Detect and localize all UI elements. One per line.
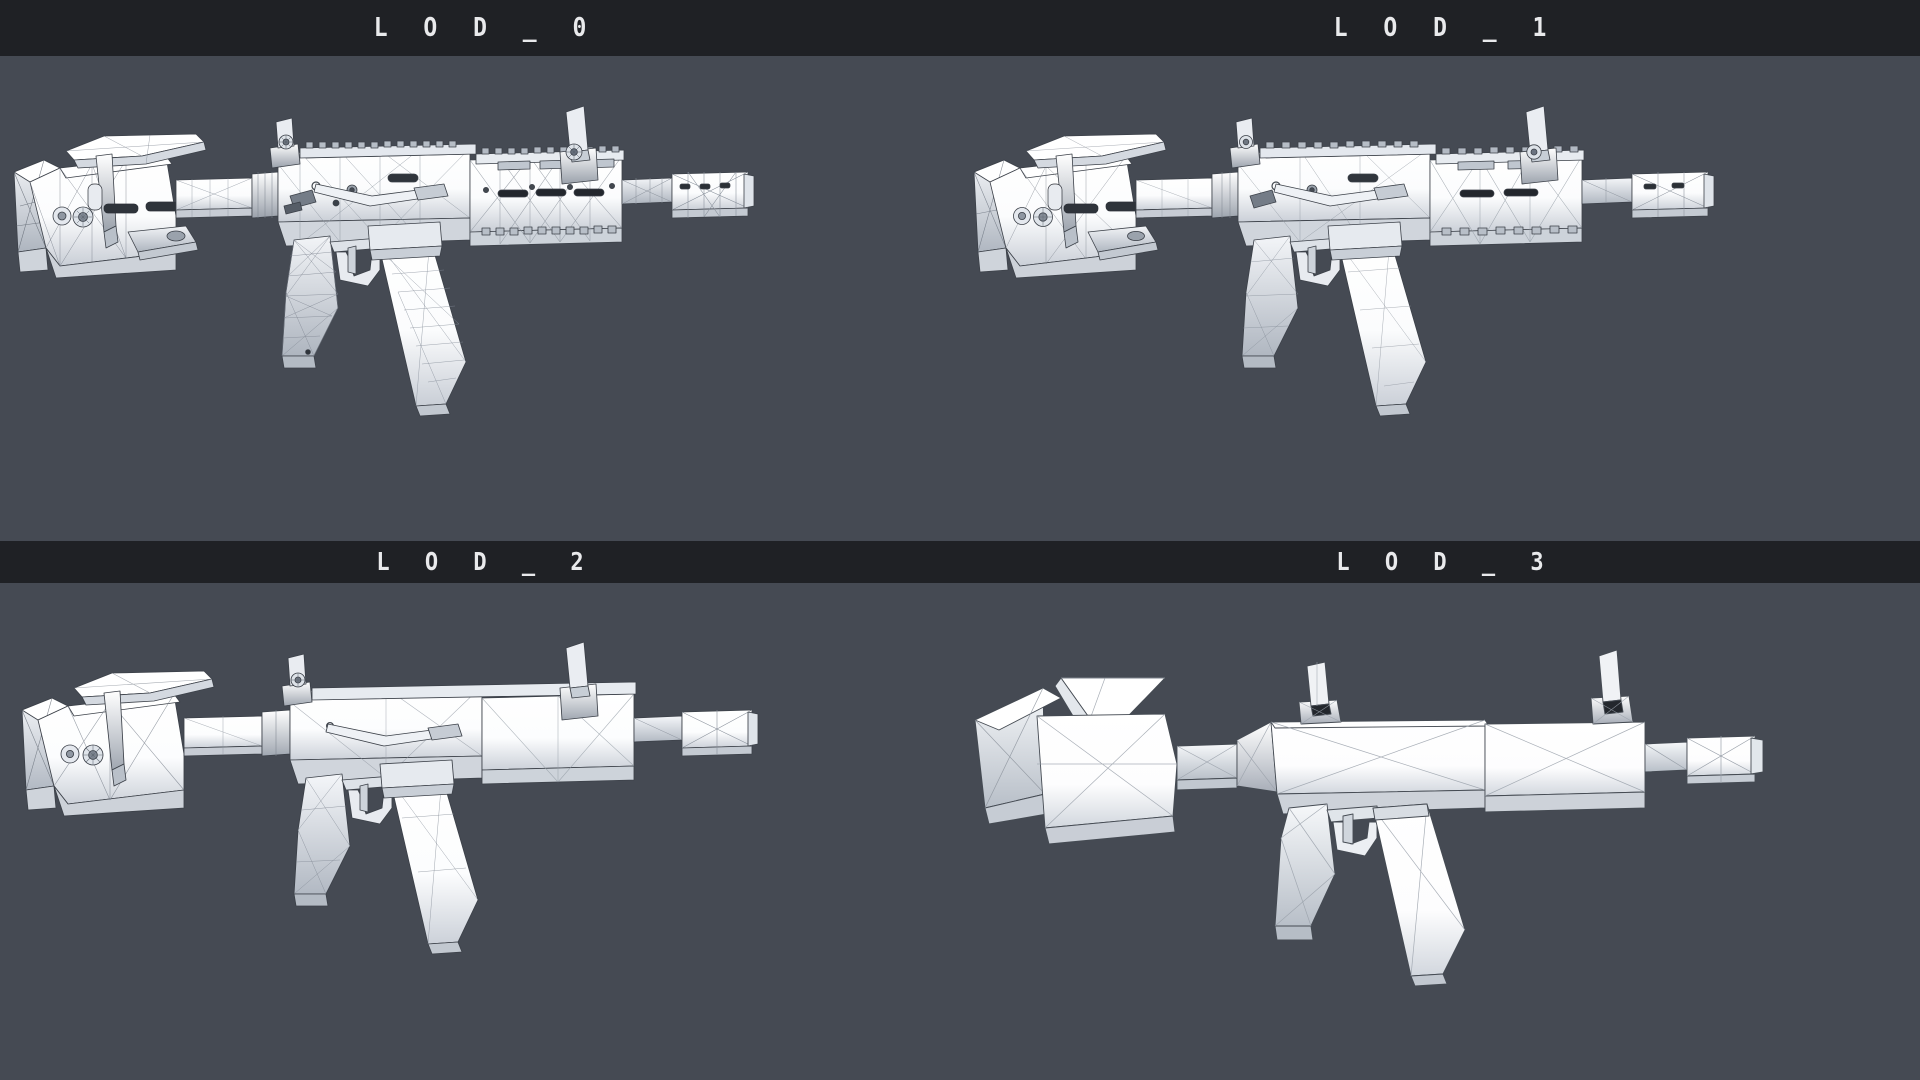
viewport-lod0[interactable] bbox=[0, 56, 960, 541]
pistol-grip-lod2 bbox=[293, 773, 351, 907]
pistol-grip-lod1 bbox=[1241, 235, 1299, 369]
rifle-lod0 bbox=[13, 105, 755, 417]
trigger-guard-lod3 bbox=[1326, 805, 1380, 857]
muzzle-brake-lod3 bbox=[1686, 735, 1764, 785]
barrel-lod3 bbox=[1644, 741, 1688, 773]
header-cell-lod1: L O D _ 1 bbox=[960, 0, 1920, 56]
pistol-grip-lod0 bbox=[281, 235, 339, 369]
top-rail-front-lod0 bbox=[475, 145, 625, 171]
top-rail-rear-lod0 bbox=[299, 140, 477, 159]
stock-slots-lod1 bbox=[1047, 183, 1139, 214]
top-rail-lod2 bbox=[311, 681, 637, 701]
barrel-lod1 bbox=[1581, 177, 1633, 205]
stock-strut-lod1 bbox=[1087, 225, 1159, 261]
muzzle-brake-lod0 bbox=[671, 171, 755, 219]
safety-selector-lod0 bbox=[283, 189, 317, 215]
front-sight-lod2 bbox=[559, 641, 599, 721]
magazine-lod3 bbox=[1372, 803, 1466, 987]
cheek-riser-lod0 bbox=[65, 133, 207, 169]
viewport-lod1[interactable] bbox=[960, 56, 1920, 541]
model-render-lod3 bbox=[974, 649, 1764, 987]
magwell-lod2 bbox=[379, 759, 455, 799]
trigger-lod2 bbox=[359, 783, 369, 813]
tube-collar-lod1 bbox=[1211, 171, 1239, 219]
magazine-lod0 bbox=[377, 237, 467, 417]
header-cell-lod0: L O D _ 0 bbox=[0, 0, 960, 56]
model-render-lod2 bbox=[21, 641, 759, 955]
panel-label-lod1: L O D _ 1 bbox=[1333, 13, 1558, 43]
charging-handle-lod2 bbox=[325, 723, 463, 747]
trigger-lod1 bbox=[1307, 245, 1317, 275]
magwell-lod0 bbox=[367, 221, 443, 261]
panel-label-lod2: L O D _ 2 bbox=[376, 548, 595, 576]
handguard-lod2 bbox=[481, 693, 635, 785]
rifle-lod3 bbox=[974, 649, 1764, 987]
cheek-riser-lod1 bbox=[1025, 133, 1167, 169]
buttstock-lod3 bbox=[974, 687, 1062, 825]
front-sight-lod1 bbox=[1519, 105, 1559, 185]
trigger-lod3 bbox=[1342, 813, 1354, 845]
magazine-lod1 bbox=[1337, 237, 1427, 417]
header-cell-lod2: L O D _ 2 bbox=[0, 541, 960, 583]
rear-sight-lod3 bbox=[1298, 661, 1342, 725]
stock-strut-lod0 bbox=[127, 225, 199, 261]
rifle-lod1 bbox=[973, 105, 1715, 417]
barrel-lod2 bbox=[633, 715, 683, 743]
panel-label-lod3: L O D _ 3 bbox=[1336, 548, 1555, 576]
model-render-lod1 bbox=[973, 105, 1715, 417]
rifle-lod2 bbox=[21, 641, 759, 955]
tube-collar-lod0 bbox=[251, 171, 279, 219]
stock-knob-lod0 bbox=[52, 206, 94, 228]
safety-selector-lod1 bbox=[1249, 189, 1277, 209]
stock-slots-lod0 bbox=[87, 183, 179, 214]
receiver-lod3 bbox=[1270, 719, 1490, 815]
tube-collar-lod2 bbox=[261, 709, 291, 757]
front-sight-lod0 bbox=[559, 105, 599, 185]
stock-tube-lod3 bbox=[1176, 743, 1238, 791]
stock-knob-lod1 bbox=[1013, 207, 1053, 227]
stock-knob-lod2 bbox=[60, 744, 104, 766]
rear-sight-lod2 bbox=[281, 653, 313, 707]
pistol-grip-lod3 bbox=[1274, 803, 1336, 941]
buffer-tube-lod1 bbox=[1135, 177, 1213, 219]
rear-sight-lod1 bbox=[1229, 117, 1261, 169]
panel-label-lod0: L O D _ 0 bbox=[373, 13, 598, 43]
buffer-tube-lod0 bbox=[175, 177, 253, 219]
charging-handle-lod1 bbox=[1273, 183, 1409, 207]
magazine-lod2 bbox=[389, 775, 479, 955]
charging-handle-lod0 bbox=[313, 183, 449, 207]
trigger-lod0 bbox=[347, 245, 357, 275]
trigger-guard-lod0 bbox=[329, 237, 383, 287]
handguard-lod1 bbox=[1429, 155, 1583, 247]
header-band-mid: L O D _ 2 L O D _ 3 bbox=[0, 541, 1920, 583]
muzzle-brake-lod1 bbox=[1631, 171, 1715, 219]
stock-block-lod3 bbox=[1036, 713, 1178, 845]
barrel-lod0 bbox=[621, 177, 673, 205]
model-render-lod0 bbox=[13, 105, 755, 417]
header-cell-lod3: L O D _ 3 bbox=[960, 541, 1920, 583]
buttstock-lod1 bbox=[973, 159, 1021, 273]
front-sight-lod3 bbox=[1590, 649, 1634, 725]
buffer-tube-lod2 bbox=[183, 715, 263, 757]
handguard-lod0 bbox=[469, 155, 623, 247]
riser-arm-lod2 bbox=[103, 690, 127, 787]
handguard-lod3 bbox=[1484, 721, 1646, 813]
muzzle-brake-lod2 bbox=[681, 709, 759, 757]
receiver-taper-lod3 bbox=[1236, 721, 1278, 793]
header-band-top: L O D _ 0 L O D _ 1 bbox=[0, 0, 1920, 56]
rear-sight-lod0 bbox=[269, 117, 301, 169]
viewport-lod2[interactable] bbox=[0, 583, 960, 1080]
top-rail-rear-lod1 bbox=[1259, 140, 1437, 159]
magwell-lod1 bbox=[1327, 221, 1403, 261]
viewport-lod3[interactable] bbox=[960, 583, 1920, 1080]
cheek-riser-lod2 bbox=[73, 670, 215, 706]
